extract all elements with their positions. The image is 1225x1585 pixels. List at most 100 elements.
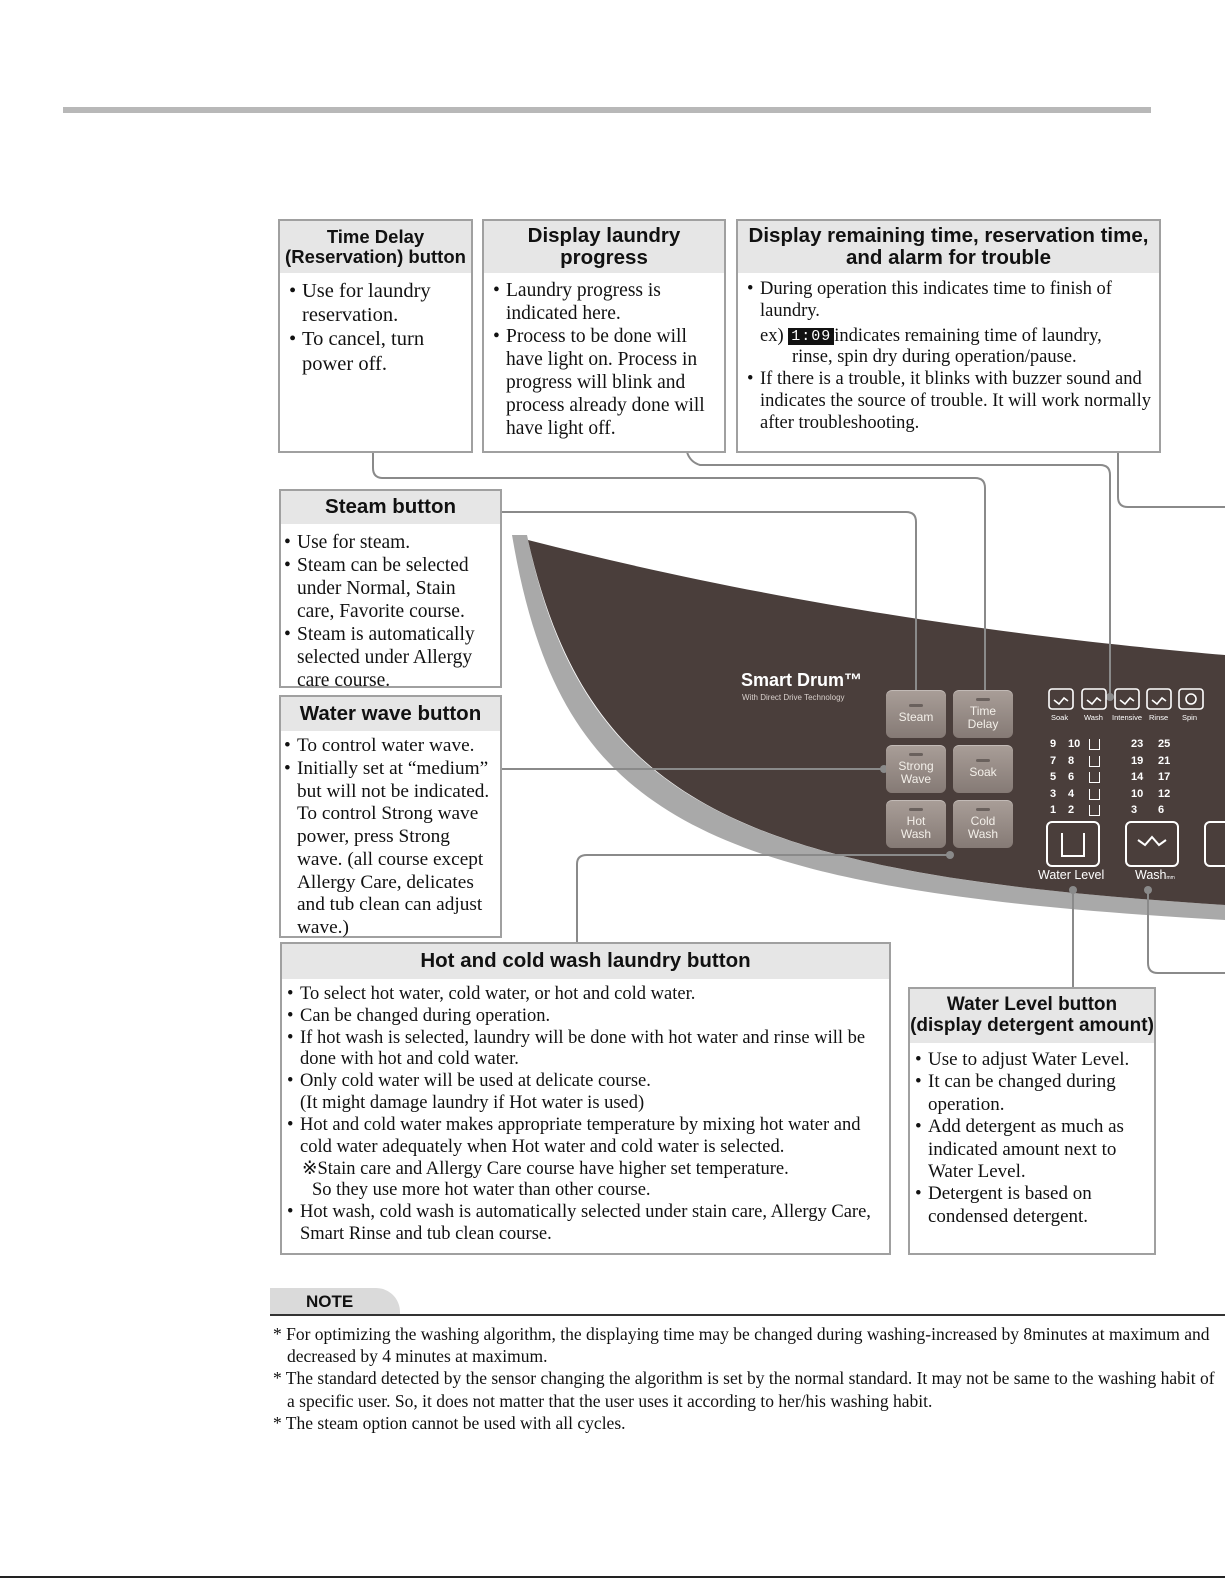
note-item: * For optimizing the washing algorithm, … [273,1324,1210,1367]
steam-panel-button[interactable]: Steam [886,690,946,738]
hot-cold-item-text: Only cold water will be used at delicate… [300,1071,651,1092]
level-value: 3 [1050,787,1057,800]
time-delay-item: Use for laundry reservation. [288,279,465,327]
line-progress [686,451,1111,697]
display-progress-title: Display laundry progress [484,221,724,273]
note-label: NOTE [270,1288,400,1315]
wash-icon [1081,688,1107,710]
steam-item: Steam can be selected under Normal, Stai… [283,554,494,623]
display-time-item1-text: During operation this indicates time to … [760,279,1112,321]
hot-cold-item: To select hot water, cold water, or hot … [286,984,883,1006]
display-progress-callout: Display laundry progress Laundry progres… [482,219,726,453]
level-value: 17 [1158,771,1171,783]
level-value: 1 [1050,804,1057,816]
note-item: * The steam option cannot be used with a… [273,1412,626,1433]
hot-cold-item-text: Hot and cold water makes appropriate tem… [300,1114,861,1157]
display-progress-title-line1: Display laundry [527,223,681,247]
hot-cold-item: Hot wash, cold wash is automatically sel… [286,1202,883,1246]
display-progress-item: Process to be done will have light on. P… [492,325,718,440]
water-level-button-icon [1046,821,1100,867]
level-value: 21 [1158,754,1171,767]
level-value: 19 [1131,754,1144,767]
soak-panel-button[interactable]: Soak [953,745,1013,793]
level-value: 10 [1131,787,1144,800]
water-level-item: It can be changed during operation. [914,1071,1148,1116]
rinse-icon [1146,688,1172,710]
line-hot-cold [576,854,948,942]
example-prefix: ex) [760,325,784,346]
time-delay-title: Time Delay (Reservation) button [280,221,471,273]
level-value: 9 [1050,738,1057,750]
level-value: 4 [1068,787,1075,800]
wash-panel-label: Washmm [1135,868,1175,882]
level-value: 3 [1131,804,1138,816]
level-value: 25 [1158,738,1171,750]
example-text-2: rinse, spin dry during operation/pause. [792,347,1077,368]
example-text: indicates remaining time of laundry, [834,325,1102,346]
level-value: 23 [1131,738,1144,750]
water-level-item: Use to adjust Water Level. [914,1049,1148,1072]
water-level-title-line2: (display detergent amount) [910,1015,1154,1036]
display-time-title-line2: and alarm for trouble [845,246,1052,269]
water-wave-callout: Water wave button To control water wave.… [279,695,502,938]
steam-item: Steam is automatically selected under Al… [283,623,494,692]
display-time-item: During operation this indicates time to … [746,279,1153,369]
water-wave-title: Water wave button [281,697,500,731]
strong-wave-label-2: Wave [900,771,932,786]
spin-icon [1178,688,1204,710]
level-value: 8 [1068,754,1075,767]
time-delay-label-2: Delay [967,716,999,731]
panel-body [528,540,1225,905]
cold-wash-label-2: Wash [967,826,999,841]
hot-cold-item-sub: (It might damage laundry if Hot water is… [300,1093,645,1114]
level-value: 14 [1131,771,1144,783]
hot-cold-item: Only cold water will be used at delicate… [286,1071,883,1115]
progress-label-wash: Wash [1084,713,1103,722]
time-delay-item: To cancel, turn power off. [288,327,465,375]
line-display-time [1117,452,1225,508]
progress-label-spin: Spin [1182,713,1198,722]
water-level-item: Add detergent as much as indicated amoun… [914,1116,1148,1183]
time-delay-title-line2: (Reservation) button [285,246,466,267]
water-level-panel-label: Water Level [1038,868,1105,882]
level-value: 6 [1068,771,1075,783]
soak-label: Soak [969,765,997,780]
note-item: * The standard detected by the sensor ch… [273,1368,1215,1411]
hot-cold-item: Hot and cold water makes appropriate tem… [286,1115,883,1202]
water-level-title-line1: Water Level button [946,994,1118,1016]
intensive-icon [1114,688,1140,710]
detergent-level-icon [1089,755,1100,767]
display-time-item: If there is a trouble, it blinks with bu… [746,369,1153,434]
wash-button-icon [1125,821,1179,867]
brand-logo: Smart Drum™ [741,670,863,690]
wash-panel-label-sub: mm [1166,875,1175,881]
lcd-example-display: 1:09 [788,327,835,345]
hot-cold-wash-callout: Hot and cold wash laundry button To sele… [280,942,891,1255]
detergent-level-icon [1089,772,1100,783]
water-level-callout: Water Level button (display detergent am… [908,987,1156,1255]
progress-label-soak: Soak [1051,713,1069,722]
bottom-rule [0,1576,1225,1578]
notes-list: * For optimizing the washing algorithm, … [273,1323,1218,1434]
progress-label-intensive: Intensive [1112,713,1143,722]
hot-cold-item: If hot wash is selected, laundry will be… [286,1028,883,1072]
detergent-level-icon [1089,805,1100,816]
line-time-delay [372,452,986,700]
level-value: 6 [1158,804,1165,816]
steam-item: Use for steam. [283,531,494,554]
hot-cold-item-note-2: So they use more hot water than other co… [312,1180,651,1201]
detergent-level-icon [1089,739,1100,750]
level-value: 2 [1068,804,1075,816]
level-value: 7 [1050,754,1057,767]
callout-lines [372,451,1225,987]
display-progress-title-line2: progress [560,246,648,269]
time-delay-title-line1: Time Delay [326,226,425,248]
detergent-level-icon [1089,788,1100,800]
strong-wave-label-1: Strong [898,758,934,773]
